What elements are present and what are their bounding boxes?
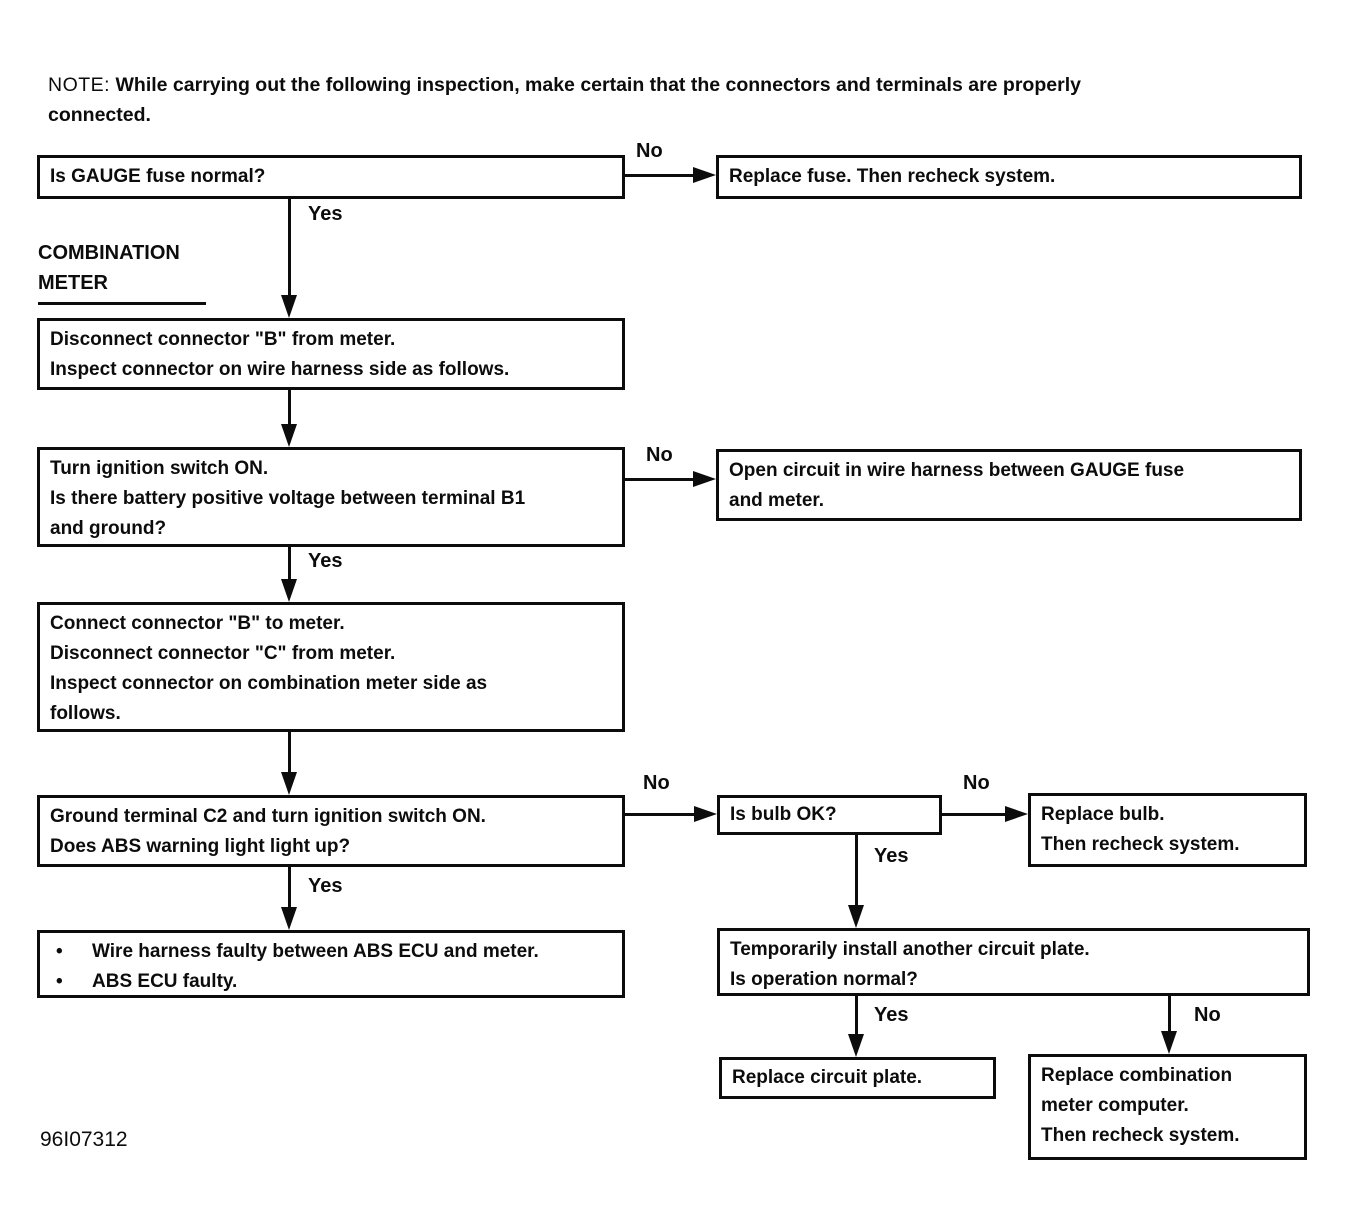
arrow-line-bulb-to-replacebulb [942,813,1006,816]
flow-box-replace-meter-computer: Replace combination meter computer. Then… [1028,1054,1307,1160]
flow-box-line: and meter. [729,490,825,511]
note-prefix: NOTE: [48,74,111,96]
edge-label-no: No [646,444,673,466]
arrow-line-circuitplate-to-replaceplate [855,996,858,1034]
flow-box-line: Is operation normal? [730,969,918,990]
flow-box-line: Disconnect connector "C" from meter. [50,643,396,664]
flow-box-line: Inspect connector on combination meter s… [50,673,488,694]
flow-box-line: Connect connector "B" to meter. [50,613,345,634]
flow-box-line: Temporarily install another circuit plat… [730,939,1090,960]
edge-label-no: No [643,772,670,794]
flow-box-ground-c2-question: Ground terminal C2 and turn ignition swi… [37,795,625,867]
bullet-text: Wire harness faulty between ABS ECU and … [92,941,539,962]
arrow-line-gauge-to-replacefuse [625,174,695,177]
flow-box-replace-circuit-plate: Replace circuit plate. [719,1057,996,1099]
flow-box-circuit-plate-question: Temporarily install another circuit plat… [717,928,1310,996]
flow-box-line: Ground terminal C2 and turn ignition swi… [50,806,486,827]
section-label-line2: METER [38,272,108,294]
flow-box-text: Replace fuse. Then recheck system. [729,166,1056,187]
flow-box-line: follows. [50,703,121,724]
edge-label-no: No [636,140,663,162]
arrow-head-ignition-to-opencircuit [693,471,716,487]
bullet-item: • ABS ECU faulty. [50,967,612,997]
arrow-line-gauge-to-disconnectb [288,199,291,297]
flow-box-disconnect-connector-b: Disconnect connector "B" from meter. Ins… [37,318,625,390]
arrow-head-bulb-to-replacebulb [1005,806,1028,822]
flow-box-faulty-results: • Wire harness faulty between ABS ECU an… [37,930,625,998]
arrow-head-bulb-to-circuitplate [848,905,864,928]
flow-box-bulb-question: Is bulb OK? [717,795,942,835]
edge-label-yes: Yes [308,875,343,897]
arrow-head-gauge-to-disconnectb [281,295,297,318]
section-label-combination-meter: COMBINATION METER [38,238,206,305]
flow-box-line: Replace bulb. [1041,804,1165,825]
arrow-line-disconnectb-to-ignition [288,390,291,424]
bullet-icon: • [56,971,63,992]
arrow-head-connectb-to-groundc2 [281,772,297,795]
bullet-item: • Wire harness faulty between ABS ECU an… [50,937,612,967]
flow-box-text: Is bulb OK? [730,804,837,825]
arrow-line-ignition-to-connectb [288,547,291,579]
edge-label-yes: Yes [308,203,343,225]
flow-box-connect-b-disconnect-c: Connect connector "B" to meter. Disconne… [37,602,625,732]
flow-box-line: and ground? [50,518,167,539]
edge-label-yes: Yes [308,550,343,572]
section-label-line1: COMBINATION [38,242,180,264]
arrow-head-circuitplate-to-replacecomputer [1161,1031,1177,1054]
flow-box-line: Open circuit in wire harness between GAU… [729,460,1185,481]
flow-box-line: Disconnect connector "B" from meter. [50,329,396,350]
arrow-line-connectb-to-groundc2 [288,732,291,772]
flow-box-gauge-fuse-question: Is GAUGE fuse normal? [37,155,625,199]
arrow-line-groundc2-to-faulty [288,867,291,907]
flow-box-replace-fuse: Replace fuse. Then recheck system. [716,155,1302,199]
flow-box-line: Replace combination [1041,1065,1233,1086]
note-line1: While carrying out the following inspect… [115,74,1081,96]
flow-box-line: Is there battery positive voltage betwee… [50,488,526,509]
flow-box-replace-bulb: Replace bulb. Then recheck system. [1028,793,1307,867]
arrow-head-gauge-to-replacefuse [693,167,716,183]
flow-box-text: Is GAUGE fuse normal? [50,166,266,187]
edge-label-yes: Yes [874,1004,909,1026]
arrow-line-ignition-to-opencircuit [625,478,695,481]
flow-box-line: Then recheck system. [1041,834,1240,855]
edge-label-no: No [1194,1004,1221,1026]
flow-box-text: Replace circuit plate. [732,1067,923,1088]
arrow-head-circuitplate-to-replaceplate [848,1034,864,1057]
note-line2: connected. [48,104,151,126]
arrow-head-disconnectb-to-ignition [281,424,297,447]
arrow-head-groundc2-to-bulb [694,806,717,822]
edge-label-yes: Yes [874,845,909,867]
arrow-line-groundc2-to-bulb [625,813,695,816]
arrow-head-ignition-to-connectb [281,579,297,602]
flow-box-line: meter computer. [1041,1095,1189,1116]
flow-box-line: Inspect connector on wire harness side a… [50,359,510,380]
flow-box-open-circuit: Open circuit in wire harness between GAU… [716,449,1302,521]
flow-box-line: Turn ignition switch ON. [50,458,269,479]
edge-label-no: No [963,772,990,794]
bullet-icon: • [56,941,63,962]
arrow-line-bulb-to-circuitplate [855,835,858,907]
flow-box-line: Does ABS warning light light up? [50,836,351,857]
arrow-head-groundc2-to-faulty [281,907,297,930]
flow-box-ignition-b1-question: Turn ignition switch ON. Is there batter… [37,447,625,547]
figure-code: 96I07312 [40,1128,128,1151]
bullet-text: ABS ECU faulty. [92,971,238,992]
note-text: NOTE: While carrying out the following i… [48,70,1288,130]
arrow-line-circuitplate-to-replacecomputer [1168,996,1171,1031]
flow-box-line: Then recheck system. [1041,1125,1240,1146]
